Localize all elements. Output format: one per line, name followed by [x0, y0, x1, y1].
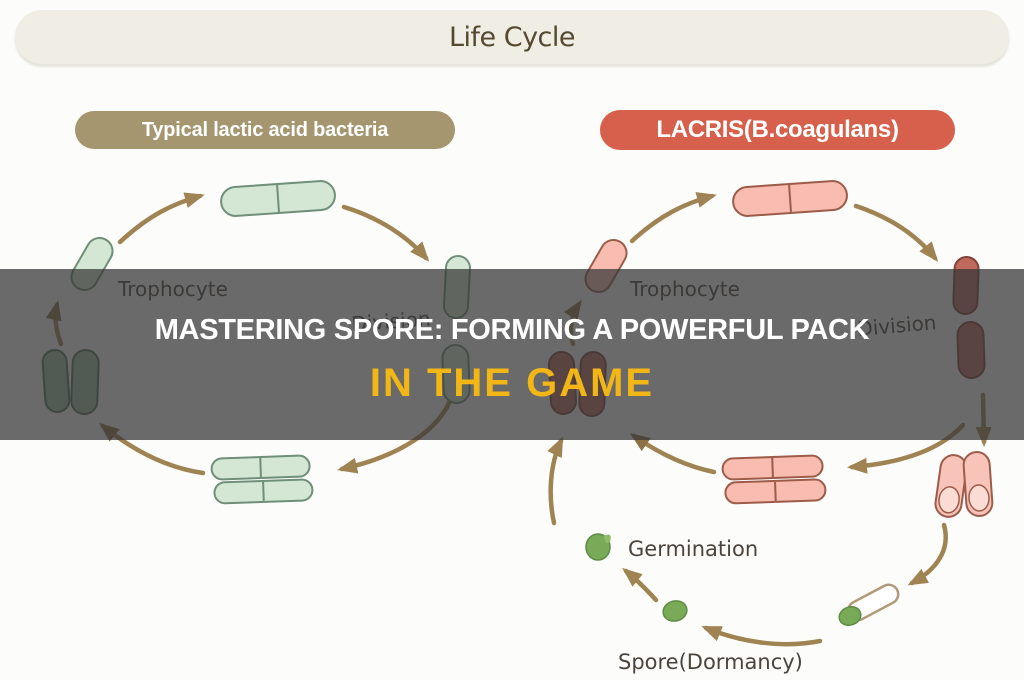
arrow-sporulation-to-release	[907, 522, 948, 586]
arrow-release-to-dormant-spore	[701, 625, 823, 647]
arrow-germination-up	[547, 436, 564, 526]
released-spore	[838, 605, 862, 627]
arrow-top-to-division	[853, 203, 939, 262]
left-bottom-divided-cells	[210, 454, 314, 505]
banner-title-line2: IN THE GAME	[369, 361, 655, 405]
arrow-trophocyte-to-top	[117, 192, 205, 245]
spore-dormancy-label: Spore(Dormancy)	[618, 650, 803, 674]
left-cycle-heading-label: Typical lactic acid bacteria	[141, 118, 389, 141]
germination-label: Germination	[628, 537, 758, 561]
left-top-divided-cell	[220, 180, 336, 217]
arrow-dormant-to-germination	[622, 567, 659, 603]
banner-title-line1: MASTERING SPORE: FORMING A POWERFUL PACK	[154, 314, 870, 346]
page-title: Life Cycle	[448, 21, 576, 53]
arrow-bottom-to-redpills	[629, 433, 717, 475]
right-cycle-heading: LACRIS(B.coagulans)	[600, 110, 955, 150]
overlay-title-banner: MASTERING SPORE: FORMING A POWERFUL PACK…	[0, 269, 1024, 440]
sporulating-cell-pair	[934, 451, 994, 518]
right-bottom-divided-cells	[721, 454, 827, 505]
germinating-spore	[585, 533, 611, 561]
arrow-top-to-division	[341, 204, 430, 262]
left-cycle-heading: Typical lactic acid bacteria	[75, 111, 455, 149]
arrow-trophocyte-to-top	[629, 192, 717, 244]
header-bar: Life Cycle	[15, 10, 1009, 64]
right-cycle-heading-label: LACRIS(B.coagulans)	[656, 116, 899, 143]
spore-release-cell	[838, 583, 900, 627]
right-top-divided-cell	[732, 180, 848, 217]
dormant-spore	[662, 600, 688, 622]
